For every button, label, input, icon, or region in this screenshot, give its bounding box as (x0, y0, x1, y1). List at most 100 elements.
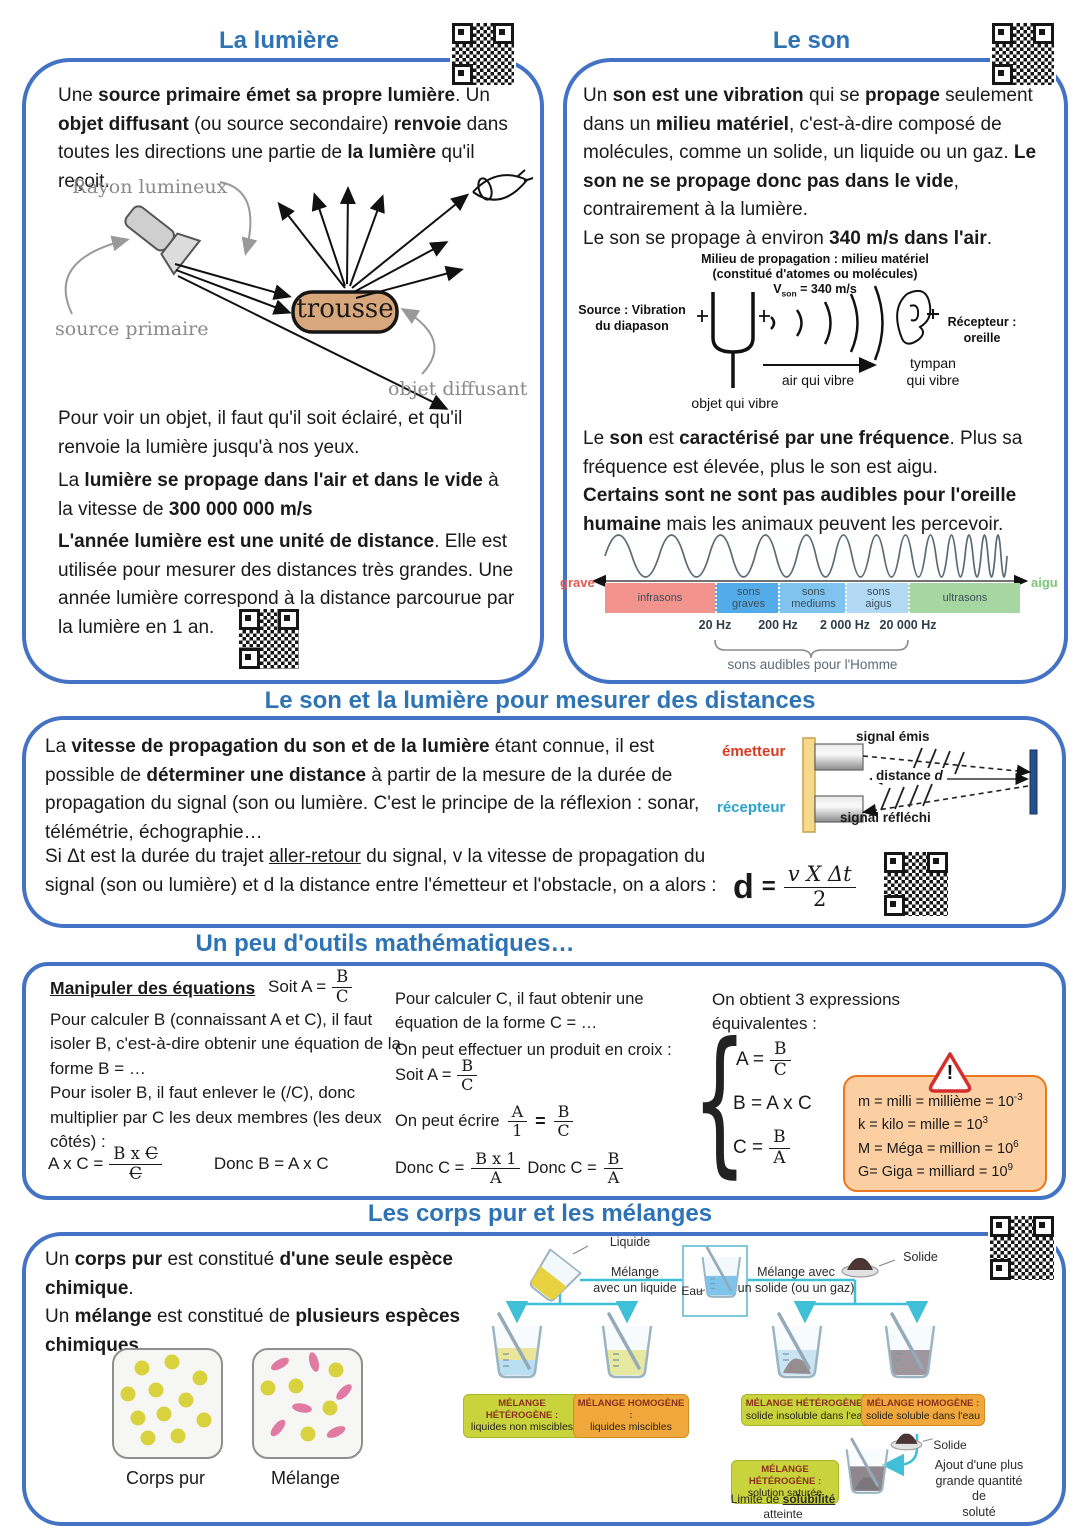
ecrire-label: On peut écrire (395, 1111, 500, 1130)
corps-pur-molecules (120, 1354, 212, 1446)
band-sons-mediums: sons mediums (778, 583, 847, 613)
signal-reflechi-label: signal réfléchi (840, 810, 931, 825)
qr-code-melanges (988, 1214, 1056, 1282)
frequency-spectrum-diagram (591, 534, 1029, 659)
formula-eq: = (761, 873, 776, 900)
liquide-label: Liquide (609, 1235, 651, 1249)
receiver-cylinder (814, 795, 864, 823)
lumiere-paragraph-4: L'année lumière est une unité de distanc… (58, 531, 520, 638)
badge-head: MÉLANGE HÉTÉROGÈNE : (745, 1398, 869, 1409)
maths-col1-body: Pour calculer B (connaissant A et C), il… (50, 1010, 402, 1152)
band-sons-graves: sons graves (715, 583, 780, 613)
e1-lhs: A = (736, 1049, 764, 1070)
obstacle-bar (1029, 749, 1038, 815)
qr-code-distance (882, 850, 950, 918)
badge-head: MÉLANGE HÉTÉROGÈNE : (748, 1464, 822, 1487)
air-vibre-label: air qui vibre (781, 372, 855, 388)
unit-giga: G= Giga = milliard = 109 (858, 1161, 1013, 1180)
section-title-distance: Le son et la lumière pour mesurer des di… (264, 687, 816, 714)
eq-num: B x C (109, 1144, 162, 1165)
recepteur-oreille-label: Récepteur : oreille (947, 315, 1017, 345)
sonar-diagram (802, 737, 1038, 833)
melange-molecules (260, 1352, 352, 1442)
badge-solution-saturee: MÉLANGE HÉTÉROGÈNE : solution saturée (731, 1460, 839, 1504)
pouring-beaker-icon (529, 1248, 582, 1302)
trousse-label: trousse (296, 294, 394, 324)
badge-sub: solide soluble dans l'eau (865, 1409, 981, 1422)
e-num2: B (553, 1102, 574, 1122)
light-diagram (64, 169, 534, 410)
flashlight-icon (124, 205, 202, 276)
tick-20hz: 20 Hz (698, 618, 732, 632)
s-num: B (457, 1056, 478, 1076)
f1-den: A (490, 1167, 502, 1187)
ray-label: Rayon lumineux (72, 176, 228, 198)
f2-den: A (607, 1167, 620, 1187)
aigu-label: aigu (1031, 575, 1058, 590)
donc-label: Donc B = A x C (213, 1154, 329, 1173)
beaker-heterogene-liquides (491, 1312, 543, 1379)
unit-kilo: k = kilo = mille = 103 (858, 1115, 989, 1134)
tick-2000hz: 2 000 Hz (819, 618, 871, 632)
badge-homogene-solide: MÉLANGE HOMOGÈNE : solide soluble dans l… (861, 1394, 985, 1427)
e-den1: 1 (512, 1120, 523, 1140)
maths-heading: Manipuler des équations (50, 978, 256, 998)
grave-label: grave (560, 575, 595, 590)
eq-den: C (129, 1163, 142, 1183)
audible-range-label: sons audibles pour l'Homme (727, 657, 898, 672)
lumiere-paragraph-1: Une source primaire émet sa propre lumiè… (58, 85, 514, 192)
frac-num: B (332, 967, 353, 988)
corps-pur-caption: Corps pur (125, 1468, 206, 1488)
solide-label-1: Solide (903, 1250, 938, 1264)
beaker-homogene-liquides (601, 1312, 653, 1379)
son-paragraph-1: Un son est une vibration qui se propage … (583, 85, 1042, 249)
tick-200hz: 200 Hz (758, 618, 798, 632)
melange-liquide-label: Mélange avec un liquide (593, 1265, 677, 1295)
eye-icon (472, 169, 534, 201)
solide-dish2-icon (890, 1433, 933, 1451)
e-num1: A (507, 1102, 528, 1122)
badge-head: MÉLANGE HOMOGÈNE : (577, 1398, 685, 1421)
ajout-solute-label: Ajout d'une plus grande quantité de solu… (934, 1458, 1024, 1519)
tuning-fork-icon (697, 292, 770, 388)
band-ultrasons: ultrasons (908, 583, 1020, 613)
tympan-label: tympan qui vibre (906, 355, 960, 388)
warning-triangle-icon (928, 1052, 972, 1093)
brace-glyph: { (692, 1009, 748, 1193)
e3-num: B (769, 1128, 790, 1149)
milieu-label-2: (constitué d'atomes ou molécules) (712, 267, 918, 281)
unit-milli: m = milli = millième = 10-3 (858, 1092, 1023, 1110)
distance-paragraph-2: Si Δt est la durée du trajet aller-retou… (45, 846, 717, 896)
objet-vibre-label: objet qui vibre (691, 395, 779, 411)
distance-formula: d = v X Δt 2 (733, 857, 856, 917)
primary-source-label: source primaire (55, 318, 209, 340)
limite-solubilite-label: Limite de solubilité atteinte (730, 1492, 836, 1521)
band-sons-aigus: sons aigus (845, 583, 910, 613)
badge-sub: solution saturée (747, 1487, 823, 1500)
emitter-cylinder (814, 743, 864, 771)
beaker-heterogene-solide (771, 1312, 823, 1379)
badge-sub: solide insoluble dans l'eau (745, 1409, 869, 1422)
formula-lhs: d (733, 867, 754, 906)
soit-label: Soit A = (268, 977, 327, 996)
section-title-lumiere: La lumière (218, 27, 340, 54)
signal-emis-label: signal émis (856, 729, 930, 744)
badge-sub: liquides miscibles (590, 1421, 672, 1434)
milieu-label-1: Milieu de propagation : milieu matériel (701, 252, 929, 266)
mixtures-flow-graphics (491, 1245, 936, 1494)
formula-denominator: 2 (813, 886, 827, 911)
warning-exclamation: ! (946, 1062, 954, 1084)
badge-homogene-liquides: MÉLANGE HOMOGÈNE : liquides miscibles (573, 1394, 689, 1438)
eau-beaker-icon (701, 1246, 741, 1298)
soit2-label: Soit A = (395, 1065, 452, 1084)
donc1-label: Donc C = (395, 1158, 465, 1177)
recepteur-label: récepteur (717, 799, 786, 816)
tick-20000hz: 20 000 Hz (879, 618, 937, 632)
